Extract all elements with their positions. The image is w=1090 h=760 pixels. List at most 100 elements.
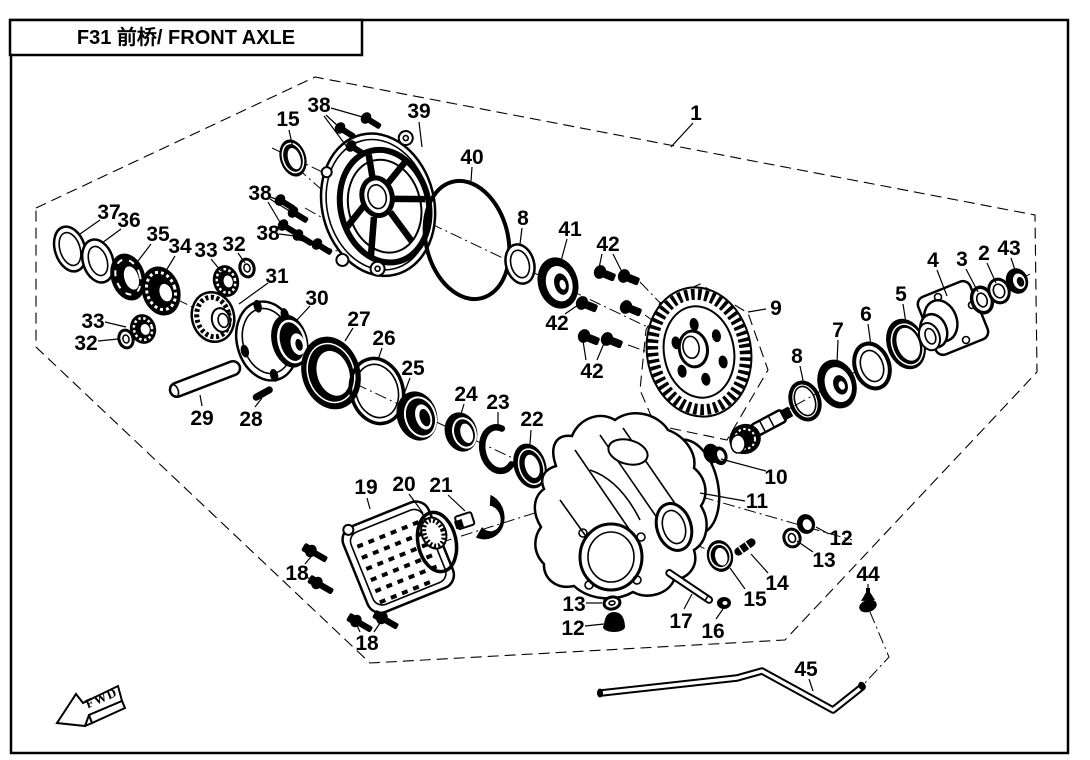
callout-44: 44 [856, 563, 880, 586]
leader-line [519, 227, 523, 245]
part-38-bolt [287, 206, 309, 223]
callout-33: 33 [194, 239, 217, 262]
part-38-bolt [311, 238, 333, 255]
leader-line [460, 403, 465, 415]
leader-line [699, 492, 746, 502]
part-13-washer-right [782, 527, 802, 549]
leader-line [323, 115, 348, 148]
part-30-diff-hub [234, 299, 309, 382]
leader-line [596, 340, 606, 361]
part-24-bushing [444, 412, 478, 452]
leader-line [965, 268, 979, 293]
callout-38: 38 [256, 222, 280, 245]
callout-37: 37 [97, 201, 120, 224]
callout-6: 6 [860, 303, 872, 326]
part-3-washer [969, 285, 995, 315]
callout-34: 34 [168, 235, 192, 258]
leader-line [670, 122, 694, 148]
part-26-ring [348, 356, 406, 426]
part-pinion-shaft [729, 406, 793, 455]
callout-21: 21 [429, 474, 453, 497]
leader-line [598, 253, 603, 269]
callout-38: 38 [307, 94, 331, 117]
leader-line [210, 258, 222, 272]
leader-line [199, 394, 203, 407]
leader-line [560, 238, 568, 262]
part-31-splined-hub [190, 290, 236, 344]
leader-line [584, 623, 605, 627]
part-18-bolt [307, 575, 334, 595]
callout-38: 38 [248, 182, 272, 205]
callout-12: 12 [561, 617, 584, 640]
leader-line [986, 262, 997, 284]
callout-27: 27 [347, 308, 370, 331]
page-frame: F31 前桥/ FRONT AXLE [8, 18, 1070, 755]
part-13-washer-bottom [602, 595, 622, 611]
callout-2: 2 [978, 242, 990, 265]
part-21-shift-fork [453, 494, 505, 540]
leader-line [305, 576, 319, 583]
callout-29: 29 [190, 407, 213, 430]
part-23-circlip [478, 424, 515, 475]
leader-line [796, 540, 814, 553]
leader-line [936, 269, 948, 297]
callout-18: 18 [355, 632, 379, 655]
callout-40: 40 [460, 146, 483, 169]
part-5-seal [886, 318, 926, 370]
leader-line [529, 429, 532, 445]
callout-28: 28 [239, 408, 263, 431]
part-15-seal-upper [279, 139, 307, 177]
leader-line [683, 593, 693, 610]
part-36-ring [80, 238, 116, 284]
leader-line [564, 304, 579, 315]
part-17-rod [665, 569, 714, 604]
callout-15: 15 [276, 108, 300, 131]
leader-line [295, 305, 311, 322]
callout-31: 31 [265, 265, 289, 288]
leader-line [278, 233, 296, 237]
part-8-o-ring-right [788, 380, 822, 422]
callout-25: 25 [401, 357, 425, 380]
leader-line [163, 255, 176, 275]
callout-36: 36 [117, 209, 140, 232]
leader-line [750, 553, 769, 574]
part-32-washer-upper [238, 257, 256, 279]
leader-line [867, 323, 872, 347]
leader-line [366, 497, 371, 510]
part-42-bolt [593, 265, 616, 282]
part-33-gear-lower [129, 314, 157, 344]
callout-45: 45 [794, 658, 818, 681]
leader-line [447, 494, 466, 512]
part-38-bolt [292, 229, 314, 246]
part-12-plug-bottom [603, 612, 625, 632]
callout-13: 13 [812, 549, 835, 572]
part-28-pin [252, 386, 273, 401]
leader-line [269, 198, 292, 213]
page-title: F31 前桥/ FRONT AXLE [77, 25, 295, 49]
part-18-bolt [301, 543, 328, 563]
leader-line [254, 397, 263, 408]
callout-24: 24 [454, 383, 478, 406]
callout-9: 9 [770, 297, 782, 320]
assembly-boundaries [35, 76, 1038, 664]
leader-line [101, 228, 122, 244]
callout-35: 35 [146, 223, 170, 246]
part-35-cam-ring [110, 253, 146, 301]
leader-line [720, 458, 767, 472]
part-42-bolt [619, 300, 642, 317]
callout-8: 8 [517, 207, 529, 230]
title-box [8, 18, 364, 57]
callout-42: 42 [545, 312, 568, 335]
callout-42: 42 [580, 360, 603, 383]
part-18-bolt [372, 610, 399, 630]
part-42-bolt [600, 332, 623, 349]
callout-32: 32 [222, 233, 245, 256]
callout-30: 30 [305, 287, 328, 310]
page-border [9, 18, 1070, 755]
part-38-bolt [345, 140, 367, 157]
part-7-bearing [817, 359, 857, 409]
leader-line [418, 121, 423, 148]
part-22-seal [513, 443, 547, 489]
